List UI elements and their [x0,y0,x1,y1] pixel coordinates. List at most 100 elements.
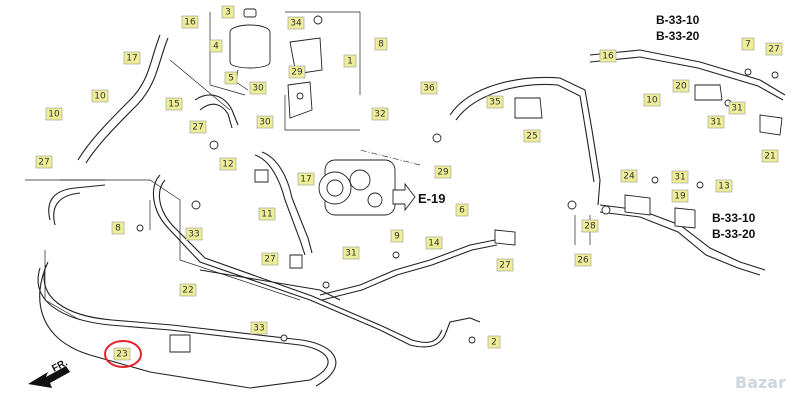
callout-c12: 12 [219,157,237,171]
callout-box [256,115,274,129]
callout-box [620,169,638,183]
callout-c10a: 10 [91,89,109,103]
callout-c27e: 27 [496,258,514,272]
callout-c8a: 8 [374,37,388,51]
callout-box [671,170,689,184]
callout-c24: 24 [620,169,638,183]
callout-number: 30 [252,84,264,94]
callout-box [728,101,746,115]
callout-number: 33 [188,230,199,240]
callout-c19: 19 [671,189,689,203]
callout-number: 7 [745,40,751,50]
callout-number: 2 [491,338,497,348]
callout-box [258,207,276,221]
callout-c33a: 33 [185,227,203,241]
callout-c15: 15 [165,97,183,111]
callout-box [496,258,514,272]
callout-number: 27 [499,261,510,271]
callout-box [287,16,305,30]
callout-c29a: 29 [288,65,306,79]
callout-box [741,37,755,51]
callout-c20: 20 [672,79,690,93]
callout-number: 36 [423,84,435,94]
callout-c31b: 31 [707,115,725,129]
callout-box [288,65,306,79]
callout-number: 5 [228,74,234,84]
ref-b33-mid-b: B-33-20 [712,227,756,241]
callout-box [343,54,357,68]
callout-box [165,97,183,111]
callout-box [250,321,268,335]
callout-c8b: 8 [111,221,125,235]
callout-box [35,155,53,169]
callout-box [342,246,360,260]
callout-box [574,253,592,267]
callout-number: 21 [764,152,775,162]
callout-c28: 28 [581,219,599,233]
callout-box [297,172,315,186]
callout-number: 17 [126,54,137,64]
callout-c7: 7 [741,37,755,51]
callout-c33b: 33 [250,321,268,335]
ref-e19: E-19 [418,191,445,206]
callout-c16: 16 [181,15,199,29]
callout-c13: 13 [715,179,733,193]
callout-box [179,283,197,297]
callout-box [123,51,141,65]
callout-box [581,219,599,233]
callout-box [261,252,279,266]
callout-number: 24 [623,172,635,182]
callout-c30b: 30 [256,115,274,129]
reservoir-tank [229,8,271,91]
callout-box [209,39,223,53]
callout-c14: 14 [425,236,443,250]
callout-c27b: 27 [189,120,207,134]
callout-number: 26 [577,256,589,266]
right-bracket-parts [136,68,783,353]
callout-number: 29 [291,68,303,78]
callout-c27d: 27 [261,252,279,266]
callout-box [420,81,438,95]
callout-number: 35 [489,98,500,108]
callout-box [765,42,783,56]
callout-box [671,189,689,203]
callout-number: 10 [646,96,658,106]
callout-box [390,229,404,243]
callout-number: 16 [184,18,196,28]
callout-number: 31 [345,249,356,259]
callout-number: 27 [38,158,49,168]
callout-c5: 5 [224,71,238,85]
callout-box [111,221,125,235]
ref-b33-top-a: B-33-10 [656,13,700,27]
callout-c26: 26 [574,253,592,267]
callout-box [185,227,203,241]
callout-c17b: 17 [297,172,315,186]
callout-number: 31 [710,118,721,128]
callout-box [224,71,238,85]
callout-c1: 1 [343,54,357,68]
front-arrow-icon [28,366,70,388]
highlight-circle [104,340,142,368]
ref-b33-top-b: B-33-20 [656,29,700,43]
front-direction-marker: FR. [28,357,70,388]
callout-number: 19 [674,192,686,202]
callout-c27c: 27 [35,155,53,169]
callout-number: 22 [182,286,193,296]
callout-c9: 9 [390,229,404,243]
callout-c36: 36 [420,81,438,95]
power-steering-pump [318,159,396,216]
callout-box [715,179,733,193]
callout-number: 30 [259,118,271,128]
callout-box [425,236,443,250]
callout-box [189,120,207,134]
callout-c16b: 16 [599,49,617,63]
callout-c22: 22 [179,283,197,297]
callout-box [672,79,690,93]
callout-c23: 23 [113,347,131,361]
callout-number: 34 [290,19,302,29]
callout-number: 13 [718,182,729,192]
callout-box [707,115,725,129]
callout-number: 4 [213,42,219,52]
callout-box [181,15,199,29]
